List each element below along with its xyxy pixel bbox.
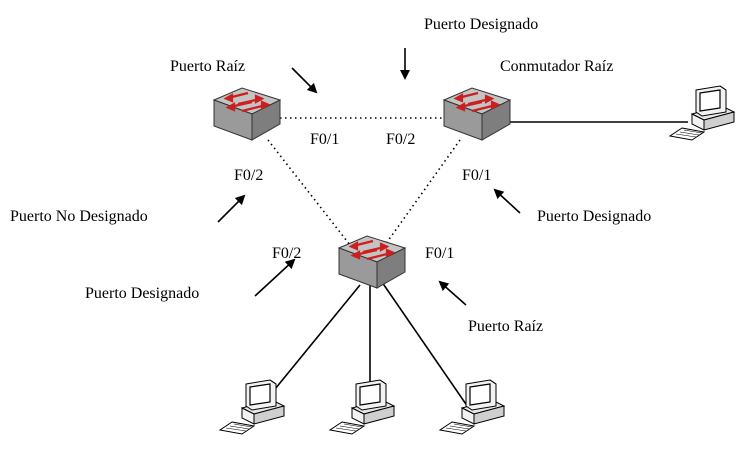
arrow-puerto-raiz-icon	[291, 67, 318, 94]
computer-left-icon	[219, 379, 285, 435]
label-port-f02-bottom-switch: F0/2	[272, 245, 301, 262]
arrow-raiz-bottom-icon	[438, 280, 467, 306]
computer-right-icon	[669, 85, 735, 141]
switch-root-icon	[442, 86, 512, 142]
label-puerto-designado-bottom: Puerto Designado	[85, 285, 199, 302]
arrow-designado-bottom-icon	[254, 258, 296, 297]
switch-left-icon	[212, 86, 282, 142]
label-puerto-designado-right: Puerto Designado	[537, 208, 651, 225]
label-port-f01-left-switch: F0/1	[310, 131, 339, 148]
label-conmutador-raiz: Conmutador Raíz	[500, 58, 613, 75]
arrow-designado-right-icon	[493, 188, 521, 214]
link-bottom-to-pc-right	[374, 271, 471, 411]
annotation-arrows	[217, 48, 521, 306]
links	[261, 117, 688, 411]
label-puerto-no-designado: Puerto No Designado	[10, 208, 148, 225]
link-left-to-bottom	[267, 139, 351, 246]
computer-middle-icon	[329, 379, 395, 435]
link-bottom-to-pc-left	[261, 284, 361, 406]
computer-right-bottom-icon	[439, 379, 505, 435]
switch-bottom-icon	[337, 234, 407, 290]
label-puerto-raiz-bottom: Puerto Raíz	[468, 318, 543, 335]
label-port-f02-root-switch: F0/2	[386, 131, 415, 148]
label-port-f02-left-switch: F0/2	[234, 167, 263, 184]
label-puerto-designado-top: Puerto Designado	[424, 16, 538, 33]
arrow-no-designado-icon	[217, 194, 246, 223]
link-root-to-bottom	[384, 139, 461, 246]
label-port-f01-bottom-switch: F0/1	[425, 245, 454, 262]
label-port-f01-root-switch: F0/1	[462, 167, 491, 184]
label-puerto-raiz-left: Puerto Raíz	[170, 58, 245, 75]
